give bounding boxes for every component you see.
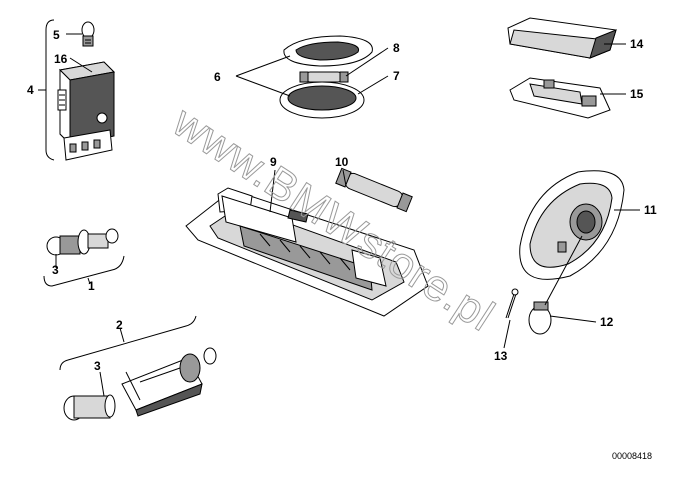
callout-11: 11 (644, 203, 657, 217)
part-12-bulb (528, 301, 552, 335)
part-15-lamp-base (509, 77, 611, 119)
part-5-bulb (81, 21, 95, 47)
part-4-lamp-assembly (57, 21, 116, 161)
callout-1: 1 (88, 279, 95, 293)
callout-10: 10 (335, 155, 349, 169)
part-13-screw (505, 288, 519, 319)
callout-9: 9 (270, 155, 277, 169)
callout-3b: 3 (94, 359, 101, 373)
reference-number: 00008418 (612, 451, 652, 461)
callout-2: 2 (116, 318, 123, 332)
callout-13: 13 (494, 349, 508, 363)
part-6-lens-frame (283, 35, 373, 67)
callout-12: 12 (600, 315, 614, 329)
callout-16: 16 (54, 52, 68, 66)
part-14-lens (507, 17, 617, 59)
callout-15: 15 (630, 87, 644, 101)
callout-8: 8 (393, 41, 400, 55)
callout-4: 4 (27, 83, 34, 97)
part-10-festoon-bulb (335, 167, 413, 213)
callout-5: 5 (53, 28, 60, 42)
part-9-lamp-housing (185, 187, 429, 317)
callout-3a: 3 (52, 263, 59, 277)
callout-7: 7 (393, 69, 400, 83)
part-2-lamp-holder (63, 347, 217, 421)
part-8-festoon-bulb (299, 71, 349, 83)
part-1-bulb-socket (46, 228, 119, 256)
callout-14: 14 (630, 37, 644, 51)
part-7-gasket (279, 81, 365, 119)
callout-6: 6 (214, 70, 221, 84)
bmw-logo-icon (96, 112, 108, 124)
part-11-oval-lamp (519, 170, 625, 280)
